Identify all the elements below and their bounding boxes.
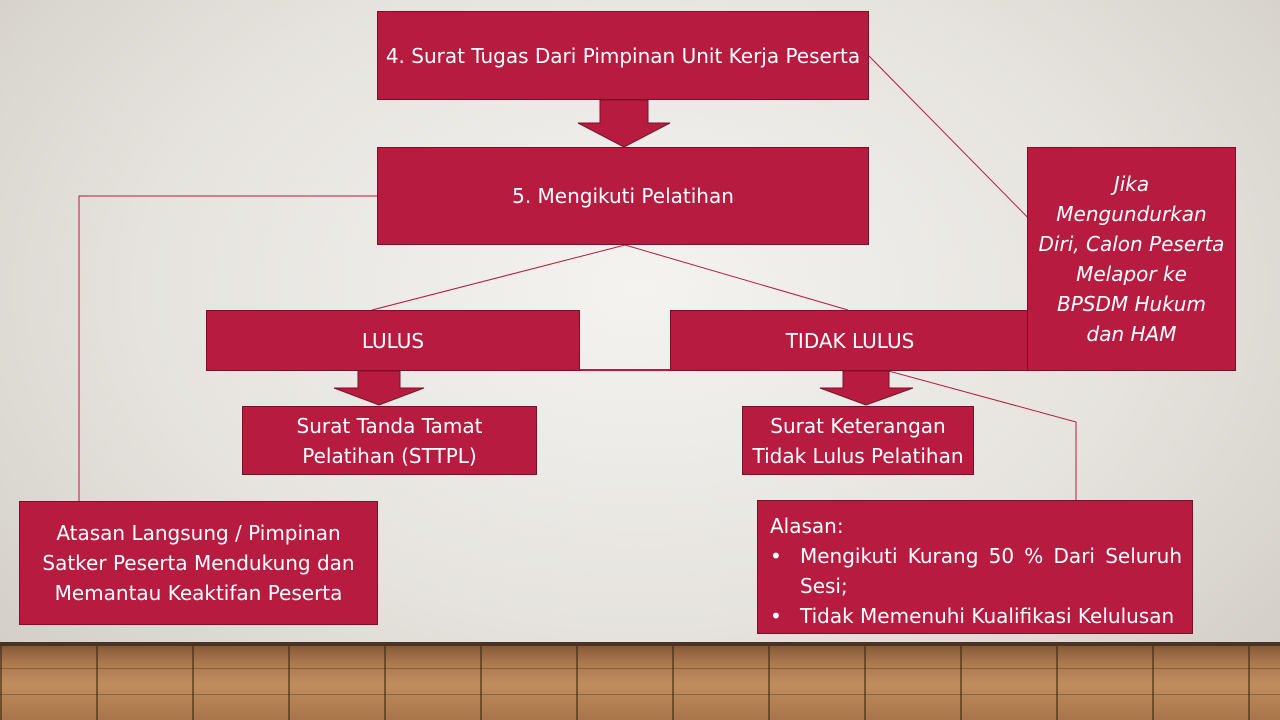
tidak-lulus-label: TIDAK LULUS <box>785 328 915 353</box>
arrow-down-icon <box>333 370 425 406</box>
connector-to-tidak-lulus <box>624 244 849 311</box>
mengikuti-pelatihan-label: 5. Mengikuti Pelatihan <box>512 184 734 208</box>
connector-alasan <box>884 369 1077 500</box>
surat-tugas-box: 4. Surat Tugas Dari Pimpinan Unit Kerja … <box>377 11 869 100</box>
lulus-box: LULUS <box>206 310 580 371</box>
atasan-label: Atasan Langsung / Pimpinan Satker Pesert… <box>42 521 355 605</box>
alasan-box: Alasan: Mengikuti Kurang 50 % Dari Selur… <box>757 500 1193 634</box>
sttpl-label: Surat Tanda Tamat Pelatihan (STTPL) <box>296 413 483 468</box>
keterangan-label: Surat Keterangan Tidak Lulus Pelatihan <box>752 413 964 468</box>
mengundurkan-label: Jika Mengundurkan Diri, Calon Peserta Me… <box>1038 172 1225 346</box>
wooden-floor-background <box>0 642 1280 720</box>
arrow-down-icon <box>819 370 914 406</box>
alasan-item: Mengikuti Kurang 50 % Dari Seluruh Sesi; <box>770 541 1182 601</box>
alasan-list: Mengikuti Kurang 50 % Dari Seluruh Sesi;… <box>770 541 1182 631</box>
sttpl-box: Surat Tanda Tamat Pelatihan (STTPL) <box>242 406 537 475</box>
connector-surat-to-mengundurkan <box>868 55 1041 231</box>
connector-to-lulus <box>371 244 626 311</box>
mengundurkan-box: Jika Mengundurkan Diri, Calon Peserta Me… <box>1027 147 1236 371</box>
tidak-lulus-box: TIDAK LULUS <box>670 310 1030 371</box>
keterangan-box: Surat Keterangan Tidak Lulus Pelatihan <box>742 406 974 475</box>
lulus-label: LULUS <box>361 328 425 353</box>
arrow-down-icon <box>577 99 671 148</box>
surat-tugas-label: 4. Surat Tugas Dari Pimpinan Unit Kerja … <box>385 43 861 68</box>
alasan-item: Tidak Memenuhi Kualifikasi Kelulusan <box>770 601 1182 631</box>
atasan-box: Atasan Langsung / Pimpinan Satker Pesert… <box>19 501 378 625</box>
alasan-title: Alasan: <box>770 514 844 538</box>
mengikuti-pelatihan-box: 5. Mengikuti Pelatihan <box>377 147 869 245</box>
connector-atasan <box>78 195 377 501</box>
